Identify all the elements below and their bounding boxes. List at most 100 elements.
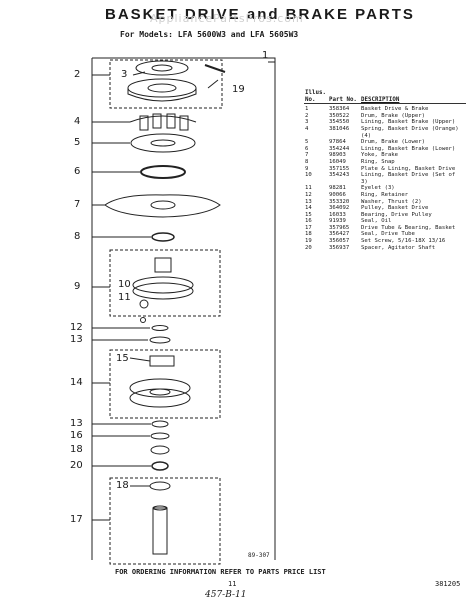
cell-part: 16033 bbox=[329, 211, 346, 218]
cell-no: 4 bbox=[305, 125, 309, 132]
cell-no: 20 bbox=[305, 244, 312, 251]
cell-desc: Washer, Thrust (2) bbox=[361, 198, 422, 205]
drive-springs bbox=[139, 113, 189, 131]
cell-no: 1 bbox=[305, 106, 309, 113]
cell-desc: Yoke, Brake bbox=[361, 152, 399, 159]
cell-desc: Spring, Basket Drive (Orange) (4) bbox=[361, 125, 459, 139]
cell-desc: Pulley, Basket Drive bbox=[361, 205, 429, 212]
callout-13-lower: 13 bbox=[70, 418, 83, 429]
cell-part: 91939 bbox=[329, 218, 346, 225]
drive-pulley-bearing bbox=[149, 355, 175, 367]
table-row: 6 354244 Lining, Basket Brake (Lower) bbox=[304, 146, 466, 153]
callout-5: 5 bbox=[74, 137, 81, 148]
callout-17: 17 bbox=[70, 514, 83, 525]
document-number: 381205 bbox=[435, 580, 461, 588]
cell-no: 13 bbox=[305, 198, 312, 205]
cell-desc: Lining, Basket Brake (Lower) bbox=[361, 145, 456, 152]
callout-3: 3 bbox=[121, 69, 128, 80]
table-row: 16 91939 Seal, Oil bbox=[304, 218, 466, 225]
cell-part: 97864 bbox=[329, 139, 346, 146]
header-part-no: Part No. bbox=[329, 96, 357, 103]
cell-desc: Seal, Oil bbox=[361, 218, 392, 225]
cell-part: 354244 bbox=[329, 145, 350, 152]
table-row: 3 354550 Lining, Basket Brake (Upper) bbox=[304, 119, 466, 126]
lower-brake-drum bbox=[130, 133, 196, 153]
callout-14: 14 bbox=[70, 377, 83, 388]
cell-desc: Spacer, Agitator Shaft bbox=[361, 244, 436, 251]
callout-13: 13 bbox=[70, 334, 83, 345]
cell-desc: Lining, Basket Drive (Set of 3) bbox=[361, 172, 456, 185]
drive-plate-hub bbox=[154, 257, 172, 273]
table-header-row: Illus. No. Part No. DESCRIPTION bbox=[304, 90, 466, 104]
callout-15: 15 bbox=[116, 353, 129, 364]
lower-brake-lining bbox=[140, 165, 186, 179]
cell-part: 354243 bbox=[329, 172, 350, 179]
cell-part: 364092 bbox=[329, 205, 350, 212]
cell-desc: Bearing, Drive Pulley bbox=[361, 211, 432, 218]
callout-7: 7 bbox=[74, 199, 81, 210]
page-title: BASKET DRIVE and BRAKE PARTS bbox=[105, 6, 415, 23]
cell-part: 353320 bbox=[329, 198, 350, 205]
callout-2: 2 bbox=[74, 69, 81, 80]
assembly-outline bbox=[91, 57, 276, 560]
callout-12: 12 bbox=[70, 322, 83, 333]
cell-part: 381046 bbox=[329, 125, 350, 132]
cell-no: 12 bbox=[305, 191, 312, 198]
agitator-shaft-spacer bbox=[151, 461, 169, 471]
cell-no: 3 bbox=[305, 119, 309, 126]
cell-desc: Plate & Lining, Basket Drive bbox=[361, 165, 456, 172]
cell-no: 11 bbox=[305, 185, 312, 192]
watermark: AppliancePartsPros.com bbox=[150, 12, 304, 25]
cell-part: 16049 bbox=[329, 158, 346, 165]
cell-no: 7 bbox=[305, 152, 309, 159]
cell-part: 98281 bbox=[329, 185, 346, 192]
cell-part: 98903 bbox=[329, 152, 346, 159]
lower-thrust-washer bbox=[151, 420, 169, 428]
callout-4: 4 bbox=[74, 116, 81, 127]
callout-11: 11 bbox=[118, 292, 131, 303]
eyelet bbox=[139, 299, 149, 309]
retainer-ring bbox=[151, 325, 169, 331]
snap-ring bbox=[151, 232, 175, 242]
table-row: 13 353320 Washer, Thrust (2) bbox=[304, 199, 466, 206]
cell-desc: Set Screw, 5/16-18X 13/16 bbox=[361, 238, 446, 245]
callout-16: 16 bbox=[70, 430, 83, 441]
cell-no: 17 bbox=[305, 224, 312, 231]
cell-part: 356427 bbox=[329, 231, 350, 238]
cell-part: 358364 bbox=[329, 106, 350, 113]
handwritten-note: 457-B-11 bbox=[205, 590, 247, 600]
cell-no: 5 bbox=[305, 139, 309, 146]
group-box-middle bbox=[109, 249, 221, 317]
cell-desc: Lining, Basket Brake (Upper) bbox=[361, 119, 456, 126]
cell-no: 14 bbox=[305, 205, 312, 212]
group-box-upper bbox=[109, 59, 223, 109]
cell-no: 6 bbox=[305, 145, 309, 152]
cell-desc: Ring, Snap bbox=[361, 158, 395, 165]
callout-18-lower: 18 bbox=[116, 480, 129, 491]
callout-8: 8 bbox=[74, 231, 81, 242]
drive-tube-seal-lower bbox=[149, 481, 171, 491]
set-screw bbox=[204, 64, 226, 73]
cell-no: 16 bbox=[305, 218, 312, 225]
table-row: 14 364092 Pulley, Basket Drive bbox=[304, 205, 466, 212]
callout-18: 18 bbox=[70, 444, 83, 455]
cell-desc: Drum, Brake (Lower) bbox=[361, 139, 425, 146]
callout-10: 10 bbox=[118, 279, 131, 290]
group-box-drive-tube bbox=[109, 477, 221, 565]
upper-brake-drum bbox=[127, 78, 197, 98]
cell-no: 8 bbox=[305, 158, 309, 165]
upper-brake-lining bbox=[135, 60, 189, 76]
cell-part: 354550 bbox=[329, 119, 350, 126]
cell-desc: Ring, Retainer bbox=[361, 191, 409, 198]
